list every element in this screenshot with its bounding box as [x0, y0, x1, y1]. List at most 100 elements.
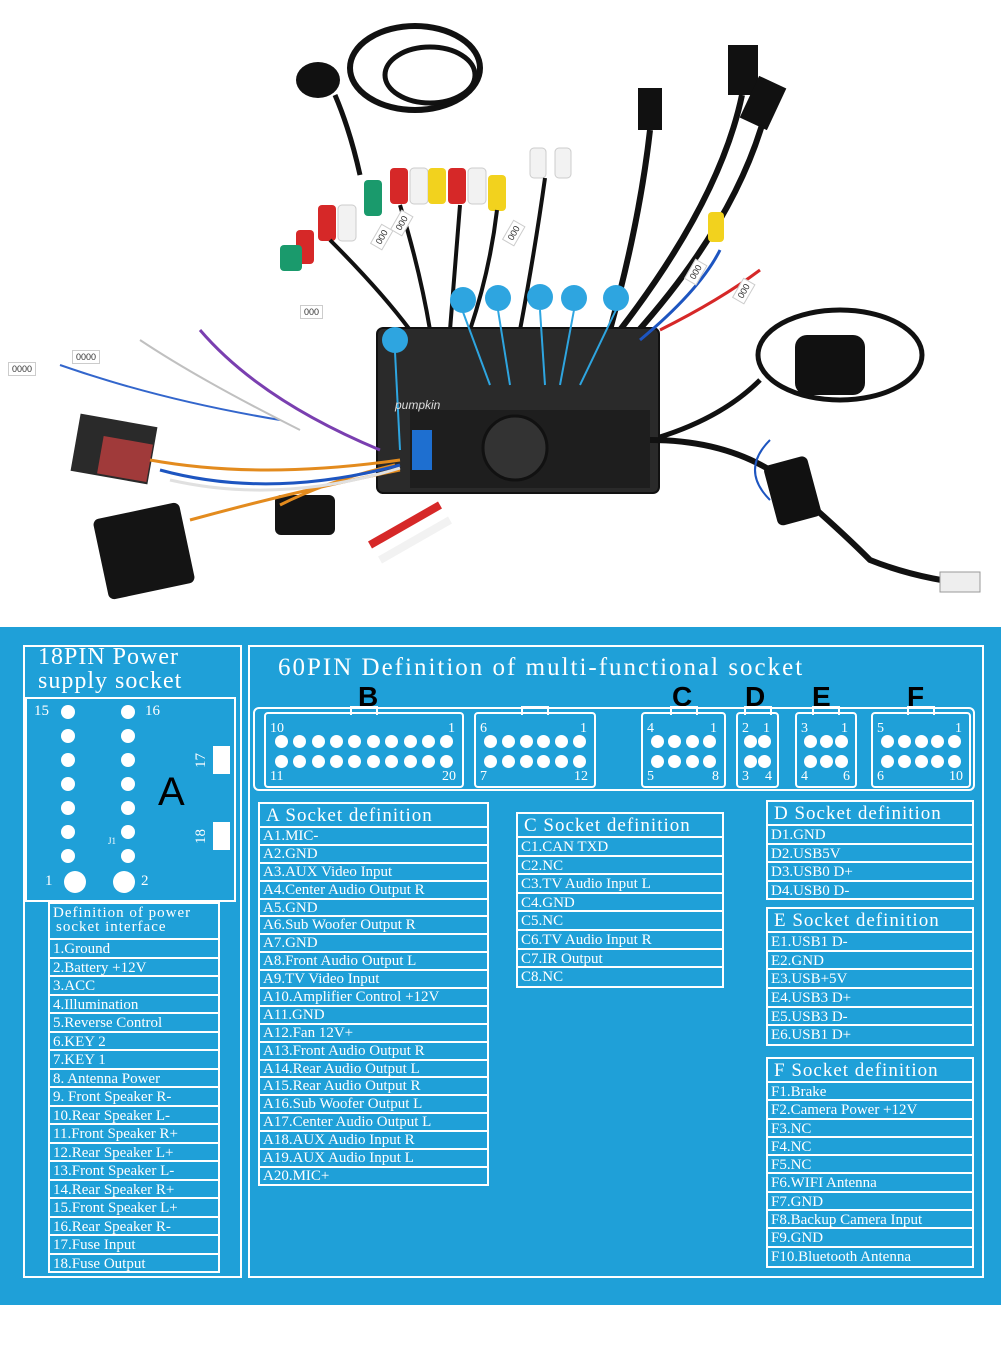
b-connector-left-pin [274, 735, 288, 748]
d-socket-definition-row: D4.USB0 D- [771, 882, 850, 899]
power-definition-row: 8. Antenna Power [50, 1070, 218, 1088]
power-pin [113, 871, 135, 893]
wire-tag: 000 [300, 305, 324, 319]
f-socket-definition-title: F Socket definition [768, 1059, 972, 1083]
e-connector-latch [812, 706, 840, 715]
pin-18-contact [213, 822, 230, 850]
power-pin [61, 825, 75, 839]
power-definition-row: 9. Front Speaker R- [50, 1088, 218, 1107]
c-socket-definition-row: C1.CAN TXD [518, 838, 722, 857]
power-definition-row: 2.Battery +12V [50, 959, 218, 977]
f-connector-pin [931, 735, 945, 748]
c-connector-pin [685, 735, 699, 748]
b-connector-left-pin [274, 755, 288, 768]
e-socket-definition-row: E5.USB3 D- [768, 1008, 972, 1027]
socket-letter-c: C [672, 681, 693, 712]
e-connector-label-bottom-right: 6 [843, 769, 850, 784]
power-pin [61, 753, 75, 767]
power-definition-title-line2: socket interface [56, 919, 167, 935]
power-definition-row: 11.Front Speaker R+ [50, 1125, 218, 1144]
f-socket-definition-row: F7.GND [768, 1193, 972, 1212]
power-pin [121, 705, 135, 719]
b-connector-left-pin [385, 735, 399, 748]
e-socket-definition-row: E4.USB3 D+ [768, 989, 972, 1008]
b-connector-right-pin [537, 735, 551, 748]
f-connector-pin [897, 755, 911, 768]
b-connector-right-label-top-right: 1 [580, 721, 587, 736]
f-socket-definition-row: F5.NC [768, 1156, 972, 1175]
j1-label: J1 [108, 836, 117, 846]
f-connector-pin [880, 735, 894, 748]
b-connector-left-pin [366, 735, 380, 748]
power-pin [121, 849, 135, 863]
b-connector-left-label-top-left: 10 [270, 721, 284, 736]
b-connector-right-pin [502, 755, 515, 768]
a-socket-definition-row: A17.Center Audio Output L [260, 1114, 487, 1133]
b-connector-right-pin [572, 735, 586, 748]
f-connector [871, 712, 971, 788]
b-connector-left-pin [421, 755, 435, 768]
a-socket-definition-row: A13.Front Audio Output R [260, 1043, 487, 1061]
pin-label-1: 1 [45, 873, 53, 889]
f-socket-definition-row: F1.Brake [768, 1083, 972, 1102]
power-pin [61, 801, 75, 815]
f-connector-pin [948, 755, 962, 768]
a-socket-definition-row: A1.MIC- [260, 828, 487, 846]
power-definition-row: 12.Rear Speaker L+ [50, 1144, 218, 1162]
c-connector-pin [685, 755, 699, 768]
b-connector-right-label-bottom-left: 7 [480, 769, 487, 784]
power-definition-row: 14.Rear Speaker R+ [50, 1181, 218, 1199]
f-connector-pin [897, 735, 911, 748]
a-socket-definition-title: A Socket definition [260, 804, 487, 828]
power-pin [121, 777, 135, 791]
e-socket-definition-row: E3.USB+5V [768, 970, 972, 990]
power-pin [121, 753, 135, 767]
b-connector-right-latch [521, 706, 549, 715]
gps-antenna [649, 307, 925, 443]
a-socket-definition-row: A7.GND [260, 935, 487, 954]
b-connector-left-pin [440, 735, 454, 748]
pin-label-17: 17 [193, 753, 209, 768]
power-pin [64, 871, 86, 893]
socket-letter-a: A [158, 770, 185, 814]
b-connector-right-pin [555, 755, 568, 768]
f-connector-latch [907, 706, 935, 715]
f-connector-label-top-left: 5 [877, 721, 884, 736]
power-definition-row: 6.KEY 2 [50, 1033, 218, 1051]
power-definition-row: 4.Illumination [50, 996, 218, 1014]
pin-label-2: 2 [141, 873, 149, 889]
power-definition-row: 5.Reverse Control [50, 1014, 218, 1033]
c-socket-definition-row: C2.NC [518, 857, 722, 876]
c-connector-label-top-left: 4 [647, 721, 654, 736]
e-connector-pin [819, 735, 833, 748]
e-connector-label-top-right: 1 [841, 721, 848, 736]
d-connector-latch [743, 706, 772, 715]
wire-tag: 0000 [8, 362, 37, 376]
e-connector [795, 712, 857, 788]
e-connector-pin [804, 755, 818, 768]
head-unit [376, 284, 660, 494]
power-socket-section [23, 645, 242, 1278]
b-connector-left-pin [440, 755, 454, 768]
power-definition-row: 1.Ground [50, 940, 218, 959]
socket-letter-f: F [907, 681, 925, 712]
power-socket-diagram [25, 697, 236, 902]
a-socket-definition-row: A15.Rear Audio Output R [260, 1078, 487, 1097]
pin-label-16: 16 [145, 703, 160, 719]
pin-17-contact [213, 746, 230, 774]
b-connector-left-pin [421, 735, 435, 748]
b-connector-right-label-top-left: 6 [480, 721, 487, 736]
socket-letter-d: D [745, 681, 766, 712]
f-socket-definition-row: F6.WIFI Antenna [768, 1174, 972, 1193]
b-connector-left-latch [350, 706, 378, 715]
power-definition-row: 17.Fuse Input [50, 1236, 218, 1255]
c-socket-definition-title: C Socket definition [518, 814, 722, 838]
a-socket-definition-row: A10.Amplifier Control +12V [260, 989, 487, 1007]
b-connector-right-pin [572, 755, 586, 768]
wiring-harness-illustration [59, 23, 981, 600]
